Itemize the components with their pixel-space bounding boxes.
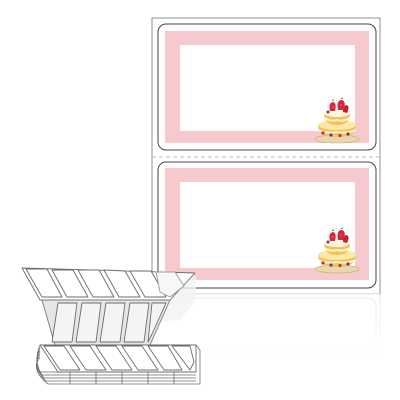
label-top	[157, 23, 377, 151]
stack-top-row	[25, 268, 185, 298]
stack-lower-row	[43, 345, 195, 371]
stack-layers	[36, 344, 201, 385]
fanfold-stack	[21, 267, 201, 385]
label-bottom	[157, 161, 377, 289]
stack-middle-row	[51, 302, 167, 343]
